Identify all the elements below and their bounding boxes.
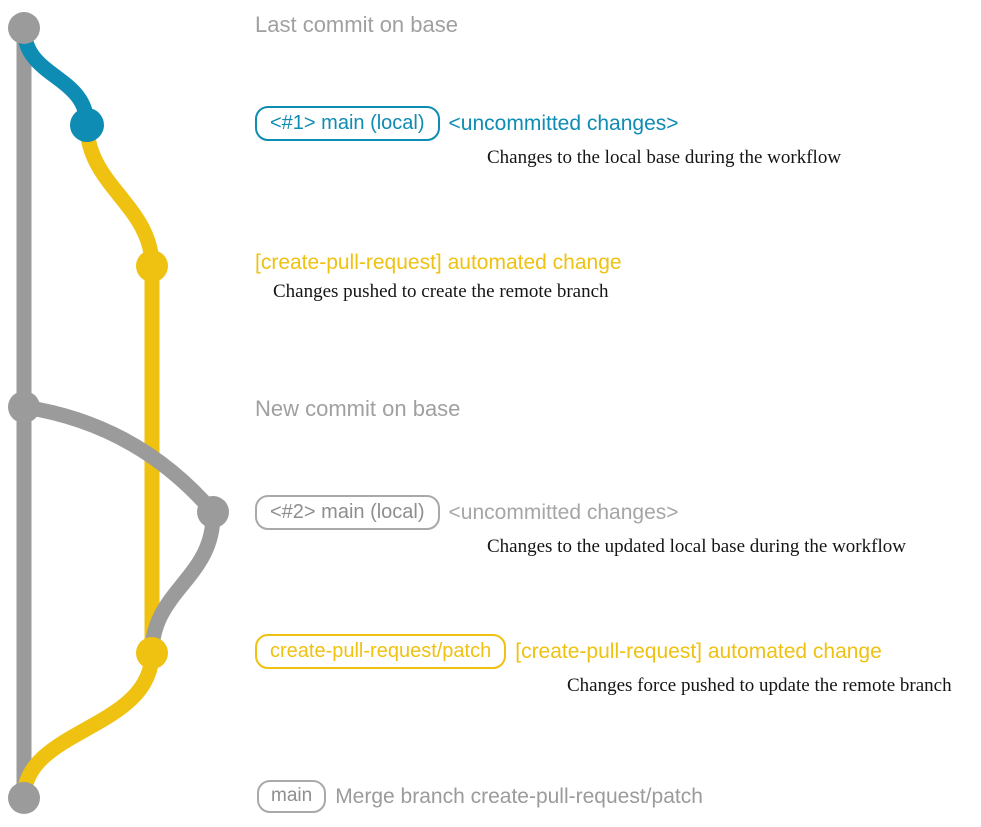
- commit-node-local-1: [70, 108, 104, 142]
- branch-badge-local-1[interactable]: <#1> main (local): [255, 106, 440, 141]
- edge-local-to-patch: [79, 117, 160, 274]
- row-merge: main Merge branch create-pull-request/pa…: [257, 780, 703, 813]
- commit-subject: [create-pull-request] automated change: [255, 251, 622, 274]
- branch-badge-local-2[interactable]: <#2> main (local): [255, 495, 440, 530]
- commit-subject: <uncommitted changes>: [448, 500, 679, 524]
- commit-nodes: [8, 12, 229, 814]
- row-local-2: <#2> main (local) <uncommitted changes> …: [255, 495, 906, 558]
- branch-badge-main[interactable]: main: [257, 780, 327, 813]
- row-patch-update: create-pull-request/patch [create-pull-r…: [255, 634, 952, 697]
- row-merge-main: main Merge branch create-pull-request/pa…: [257, 780, 703, 813]
- commit-note: Changes pushed to create the remote bran…: [273, 281, 609, 302]
- commit-note: Changes to the local base during the wor…: [487, 147, 842, 168]
- commit-node-base-new: [8, 391, 40, 423]
- commit-node-patch-create: [136, 250, 168, 282]
- row-local-1: <#1> main (local) <uncommitted changes> …: [255, 106, 841, 169]
- commit-note: Changes force pushed to update the remot…: [567, 675, 952, 696]
- row-patch-create-main: [create-pull-request] automated change: [255, 251, 622, 275]
- row-last-commit: Last commit on base: [255, 12, 458, 37]
- commit-node-base-last: [8, 12, 40, 44]
- commit-subject: Merge branch create-pull-request/patch: [335, 784, 703, 808]
- commit-subject: <uncommitted changes>: [448, 111, 679, 135]
- commit-note: Changes to the updated local base during…: [487, 536, 906, 557]
- commit-node-merge: [8, 782, 40, 814]
- branch-badge-create-pull-request-patch[interactable]: create-pull-request/patch: [255, 634, 507, 669]
- row-patch-create: [create-pull-request] automated change C…: [255, 251, 622, 303]
- row-new-commit: New commit on base: [255, 396, 460, 421]
- edge-update-to-patch: [144, 504, 221, 661]
- row-local-1-main: <#1> main (local) <uncommitted changes>: [255, 106, 841, 141]
- commit-subject: [create-pull-request] automated change: [515, 639, 882, 663]
- commit-subject: Last commit on base: [255, 12, 458, 37]
- edge-base-to-update: [16, 399, 221, 520]
- edge-patch-to-merge: [16, 645, 160, 806]
- row-patch-update-main: create-pull-request/patch [create-pull-r…: [255, 634, 952, 669]
- edge-base-to-local: [16, 20, 95, 133]
- commit-node-local-2: [197, 496, 229, 528]
- commit-subject: New commit on base: [255, 396, 461, 421]
- row-local-2-main: <#2> main (local) <uncommitted changes>: [255, 495, 906, 530]
- commit-node-patch-update: [136, 637, 168, 669]
